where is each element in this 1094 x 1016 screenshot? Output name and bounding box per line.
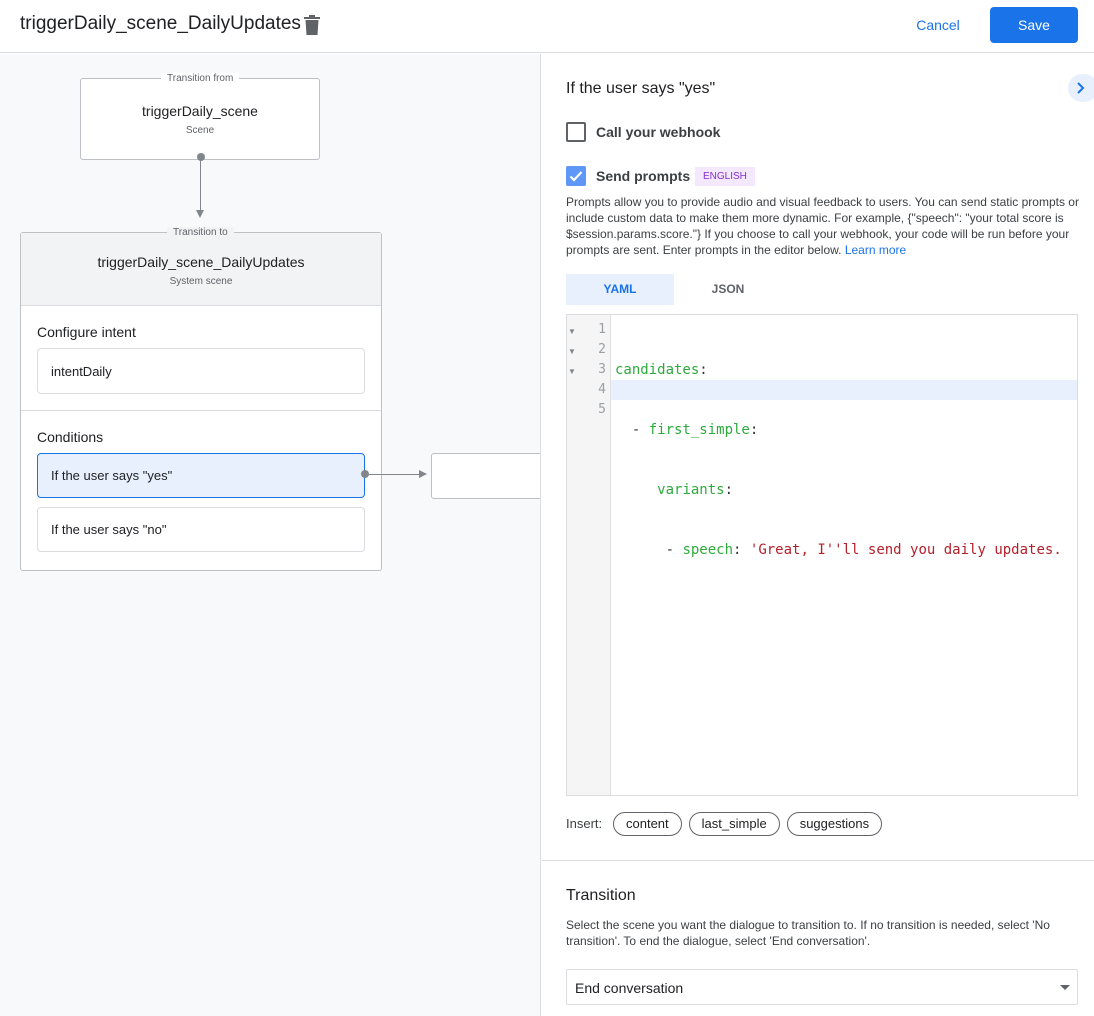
description-text: Prompts allow you to provide audio and v…	[566, 195, 1079, 257]
active-line-highlight	[611, 380, 1077, 400]
dropdown-arrow-icon	[1060, 985, 1070, 990]
fold-icon[interactable]: ▼	[568, 327, 576, 336]
tab-yaml[interactable]: YAML	[566, 274, 674, 305]
insert-chip-content[interactable]: content	[613, 812, 682, 836]
line-number: 3	[598, 362, 606, 377]
divider	[542, 860, 1094, 861]
code-key: first_simple	[648, 422, 750, 438]
code-key: variants	[657, 482, 725, 498]
condition-yes[interactable]: If the user says "yes"	[37, 453, 365, 498]
webhook-checkbox[interactable]	[566, 122, 586, 142]
chevron-right-icon	[1077, 82, 1085, 94]
from-scene-name: triggerDaily_scene	[142, 103, 258, 119]
code-line: - speech: 'Great, I''ll send you daily u…	[615, 540, 1077, 560]
learn-more-link[interactable]: Learn more	[844, 243, 907, 257]
connector-dot	[361, 470, 369, 478]
code-line: variants:	[615, 480, 1077, 500]
save-button[interactable]: Save	[990, 7, 1078, 43]
connector-line	[368, 474, 420, 475]
intent-item[interactable]: intentDaily	[37, 348, 365, 394]
code-punct: :	[733, 542, 742, 558]
line-number: 1	[598, 322, 606, 337]
code-punct: -	[615, 542, 683, 558]
code-punct: :	[749, 422, 759, 438]
collapse-panel-button[interactable]	[1068, 74, 1094, 102]
code-punct: -	[615, 422, 649, 438]
scene-header[interactable]	[21, 233, 381, 306]
transition-from-legend: Transition from	[161, 73, 240, 84]
details-panel: If the user says "yes" Call your webhook…	[542, 54, 1094, 1016]
transition-from-card[interactable]: Transition from triggerDaily_scene Scene	[80, 73, 320, 160]
cancel-button[interactable]: Cancel	[916, 17, 960, 33]
to-scene-name: triggerDaily_scene_DailyUpdates	[97, 254, 305, 270]
transition-select[interactable]: End conversation	[566, 969, 1078, 1005]
language-badge: ENGLISH	[695, 167, 755, 186]
arrow-down-icon	[196, 210, 204, 218]
fold-icons[interactable]: ▼ ▼ ▼	[568, 322, 576, 382]
connector-dot	[197, 153, 205, 161]
transition-heading: Transition	[566, 887, 636, 904]
prompts-label: Send prompts	[596, 168, 691, 184]
insert-chip-last-simple[interactable]: last_simple	[688, 812, 780, 836]
divider	[21, 410, 381, 411]
transition-to-card: Transition to triggerDaily_scene_DailyUp…	[20, 227, 382, 571]
fold-icon[interactable]: ▼	[568, 367, 576, 376]
code-content: candidates: - first_simple: variants: - …	[615, 320, 1077, 600]
code-key: candidates	[615, 362, 700, 378]
fold-icon[interactable]: ▼	[568, 347, 576, 356]
tab-json[interactable]: JSON	[711, 282, 745, 296]
line-number: 5	[598, 402, 606, 417]
transition-select-value: End conversation	[575, 980, 684, 996]
webhook-label: Call your webhook	[596, 124, 721, 140]
flow-canvas: Transition from triggerDaily_scene Scene…	[0, 54, 541, 1016]
check-icon	[569, 171, 583, 182]
to-scene-type: System scene	[169, 276, 233, 287]
conditions-heading: Conditions	[37, 429, 104, 445]
code-line: candidates:	[615, 360, 1077, 380]
insert-chip-suggestions[interactable]: suggestions	[786, 812, 883, 836]
code-punct: :	[724, 482, 734, 498]
line-number: 2	[598, 342, 606, 357]
panel-title: If the user says "yes"	[566, 80, 716, 97]
code-line: - first_simple:	[615, 420, 1077, 440]
code-string: 'Great, I''ll send you daily updates.	[749, 542, 1062, 558]
from-scene-type: Scene	[185, 125, 215, 136]
insert-chips: content last_simple suggestions	[613, 812, 883, 836]
code-key: speech	[682, 542, 734, 558]
header: triggerDaily_scene_DailyUpdates Cancel S…	[0, 0, 1094, 53]
transition-to-legend: Transition to	[167, 227, 234, 238]
arrow-right-icon	[419, 470, 427, 478]
line-number: 4	[598, 382, 606, 397]
transition-description: Select the scene you want the dialogue t…	[566, 918, 1050, 948]
insert-label: Insert:	[566, 816, 603, 831]
prompts-description: Prompts allow you to provide audio and v…	[566, 194, 1082, 258]
line-numbers: 1 2 3 4 5	[584, 320, 606, 420]
editor-gutter	[567, 315, 611, 795]
prompts-checkbox[interactable]	[566, 166, 586, 186]
condition-no[interactable]: If the user says "no"	[37, 507, 365, 552]
page-title: triggerDaily_scene_DailyUpdates	[20, 13, 301, 34]
code-punct: :	[699, 362, 708, 378]
connector-line	[200, 160, 201, 212]
transition-target-card[interactable]	[431, 453, 540, 499]
configure-intent-heading: Configure intent	[37, 324, 136, 340]
trash-icon[interactable]	[304, 15, 320, 35]
code-editor[interactable]: ▼ ▼ ▼ 1 2 3 4 5 candidates: - first_simple…	[566, 314, 1078, 796]
